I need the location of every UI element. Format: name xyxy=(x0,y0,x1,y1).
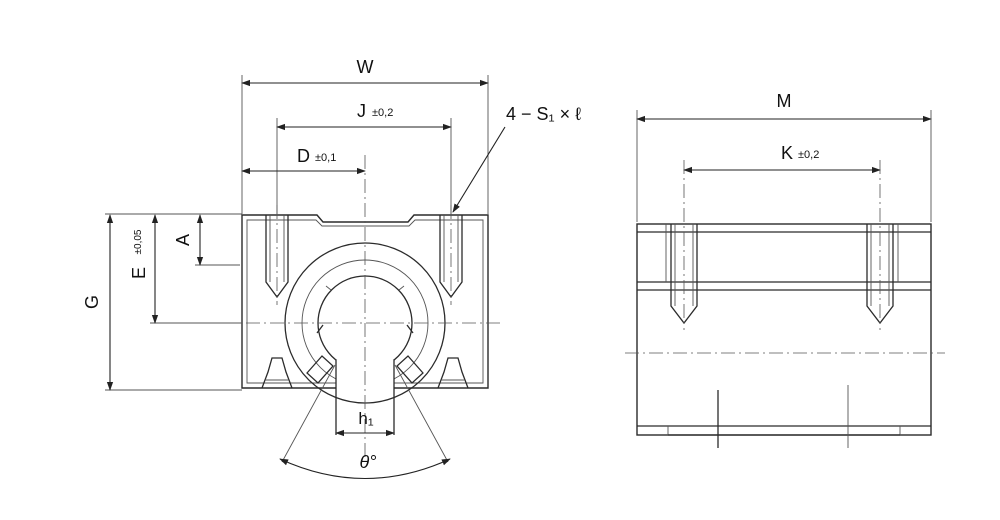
label-E-tolerance: ±0,05 xyxy=(133,229,144,254)
leader-S1 xyxy=(452,126,506,213)
front-view xyxy=(150,155,500,462)
label-J: J xyxy=(357,101,366,121)
label-h1: h₁ xyxy=(358,409,373,428)
label-theta: θ° xyxy=(360,452,377,472)
side-view xyxy=(625,160,945,448)
label-D-tolerance: ±0,1 xyxy=(315,152,336,164)
front-extension-lines xyxy=(105,75,489,391)
label-E: E xyxy=(129,267,149,279)
label-A: A xyxy=(173,234,193,246)
side-housing-outline xyxy=(636,223,932,436)
dim-theta-arc xyxy=(279,458,451,480)
label-J-tolerance: ±0,2 xyxy=(372,107,393,119)
label-K: K xyxy=(781,143,793,163)
label-K-tolerance: ±0,2 xyxy=(798,149,819,161)
label-M: M xyxy=(777,91,792,111)
label-W: W xyxy=(357,57,374,77)
label-D: D xyxy=(297,146,310,166)
label-G: G xyxy=(82,295,102,309)
label-S1: 4 − S₁ × ℓ xyxy=(506,104,581,124)
